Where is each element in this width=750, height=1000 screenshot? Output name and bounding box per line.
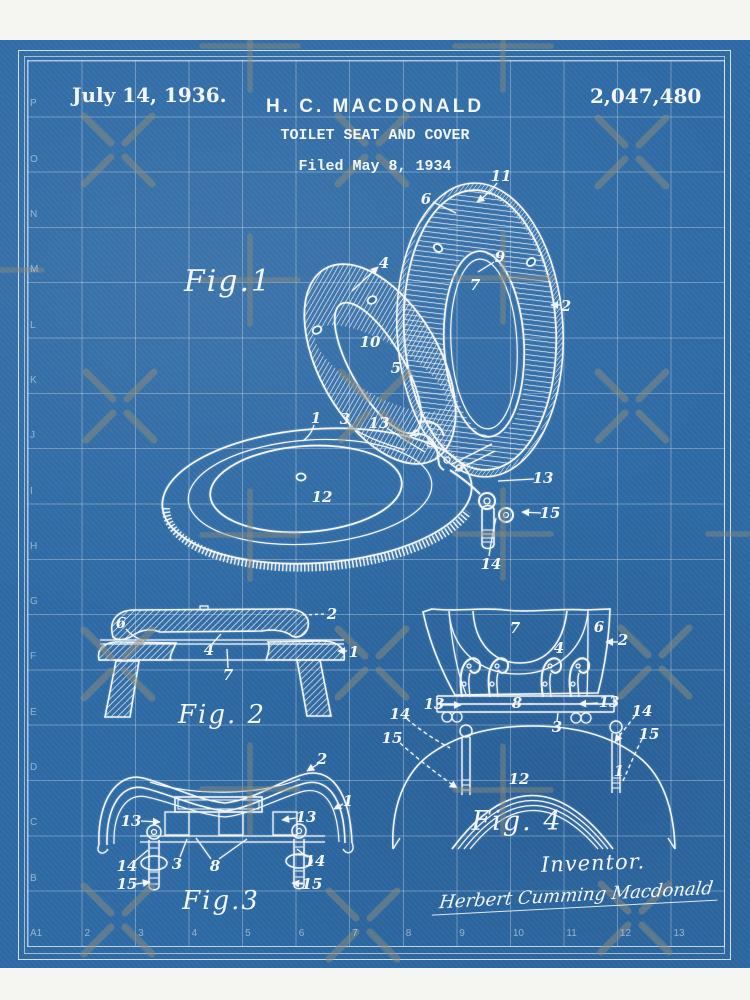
part-label-fig1-4: 4: [378, 254, 390, 272]
part-label-fig4-14: 14: [631, 702, 653, 720]
grid-col-number-3: 3: [138, 928, 144, 939]
part-label-fig3-3: 3: [171, 855, 183, 873]
part-label-fig3-13: 13: [295, 808, 317, 826]
part-label-fig3-14: 14: [304, 852, 326, 870]
part-label-fig1-12: 12: [311, 488, 333, 506]
part-label-fig3-1: 1: [342, 792, 354, 810]
part-label-fig4-2: 2: [617, 631, 629, 649]
part-label-fig2-2: 2: [326, 605, 338, 623]
filed-date: Filed May 8, 1934: [298, 158, 452, 175]
grid-row-letter-M: M: [30, 264, 39, 276]
part-label-fig4-13: 13: [598, 693, 620, 711]
fig4-drawing: [392, 608, 676, 850]
part-label-fig4-1: 1: [613, 762, 625, 780]
grid-corner-label: A1: [30, 928, 43, 939]
part-label-fig4-4: 4: [553, 639, 565, 657]
fig4-caption: Fig. 4: [471, 806, 563, 837]
part-label-fig4-7: 7: [509, 619, 521, 637]
part-label-fig1-6: 6: [420, 190, 432, 208]
grid-col-number-4: 4: [191, 928, 198, 939]
grid-col-number-2: 2: [84, 928, 91, 939]
grid-row-letter-D: D: [30, 762, 38, 774]
part-label-fig1-7: 7: [469, 276, 481, 294]
part-label-fig4-8: 8: [511, 694, 523, 712]
grid-row-letter-G: G: [30, 596, 38, 608]
inventor-name-heading: H. C. MACDONALD: [265, 96, 485, 117]
part-label-fig4-12: 12: [508, 770, 530, 788]
grid-row-letter-N: N: [30, 208, 38, 220]
part-label-fig4-3: 3: [551, 718, 563, 736]
grid-col-number-6: 6: [298, 928, 305, 939]
part-label-fig1-13: 13: [532, 469, 554, 487]
part-label-fig4-15: 15: [638, 725, 660, 743]
part-label-fig4-14: 14: [389, 705, 411, 723]
part-label-fig4-15: 15: [381, 729, 403, 747]
part-label-fig2-6: 6: [115, 614, 127, 632]
fig3-drawing: [97, 763, 354, 891]
grid-row-letter-J: J: [30, 430, 35, 442]
grid-col-number-9: 9: [459, 928, 465, 939]
part-label-fig3-8: 8: [209, 857, 221, 875]
fig1-caption: Fig.1: [183, 264, 273, 299]
fig1-drawing: [161, 182, 565, 572]
grid-col-number-11: 11: [566, 928, 577, 939]
part-label-fig1-1: 1: [310, 409, 322, 427]
grid-row-letter-H: H: [30, 540, 38, 552]
fig2-caption: Fig. 2: [177, 700, 267, 730]
grid-row-letter-B: B: [30, 872, 37, 884]
part-label-fig1-15: 15: [539, 504, 561, 522]
part-label-fig1-3: 3: [339, 410, 351, 428]
part-label-fig1-10: 10: [359, 333, 381, 351]
grid-row-letter-F: F: [30, 651, 37, 663]
part-label-fig3-15: 15: [116, 875, 138, 893]
paper-margin-top: [0, 0, 750, 40]
part-label-fig1-13: 13: [368, 414, 390, 432]
part-label-fig4-13: 13: [423, 695, 445, 713]
part-label-fig3-2: 2: [316, 750, 328, 768]
part-label-fig3-15: 15: [301, 875, 323, 893]
blueprint-grid: [27, 60, 725, 947]
part-label-fig1-5: 5: [390, 359, 402, 377]
grid-col-number-10: 10: [512, 928, 524, 939]
part-label-fig3-13: 13: [120, 812, 142, 830]
grid-col-number-13: 13: [673, 928, 685, 939]
blueprint-background: [0, 40, 750, 970]
grid-col-number-5: 5: [245, 928, 251, 939]
grid-row-letter-L: L: [30, 319, 36, 331]
grid-row-letter-I: I: [30, 485, 33, 497]
part-label-fig2-1: 1: [348, 643, 360, 661]
paper-margin-bottom: [0, 968, 750, 1000]
part-label-fig1-14: 14: [480, 555, 502, 573]
grid-row-letter-E: E: [30, 706, 37, 718]
part-label-fig1-2: 2: [560, 297, 572, 315]
part-label-fig1-11: 11: [490, 167, 512, 185]
patent-date: July 14, 1936.: [72, 83, 227, 107]
grid-row-letter-C: C: [30, 817, 38, 829]
part-label-fig2-7: 7: [222, 666, 234, 684]
grid-row-letter-K: K: [30, 374, 37, 386]
fig3-caption: Fig.3: [182, 886, 260, 916]
inventor-label: Inventor.: [540, 849, 646, 877]
patent-number: 2,047,480: [590, 84, 702, 108]
grid-col-number-7: 7: [352, 928, 358, 939]
grid-col-number-12: 12: [619, 928, 632, 939]
part-label-fig1-9: 9: [494, 248, 506, 266]
part-label-fig4-6: 6: [593, 618, 605, 636]
grid-row-letter-O: O: [30, 153, 38, 165]
patent-title: TOILET SEAT AND COVER: [280, 127, 470, 144]
grid-col-number-8: 8: [405, 928, 412, 939]
part-label-fig2-4: 4: [203, 641, 215, 659]
part-label-fig3-14: 14: [116, 857, 138, 875]
grid-row-letter-P: P: [30, 98, 37, 110]
